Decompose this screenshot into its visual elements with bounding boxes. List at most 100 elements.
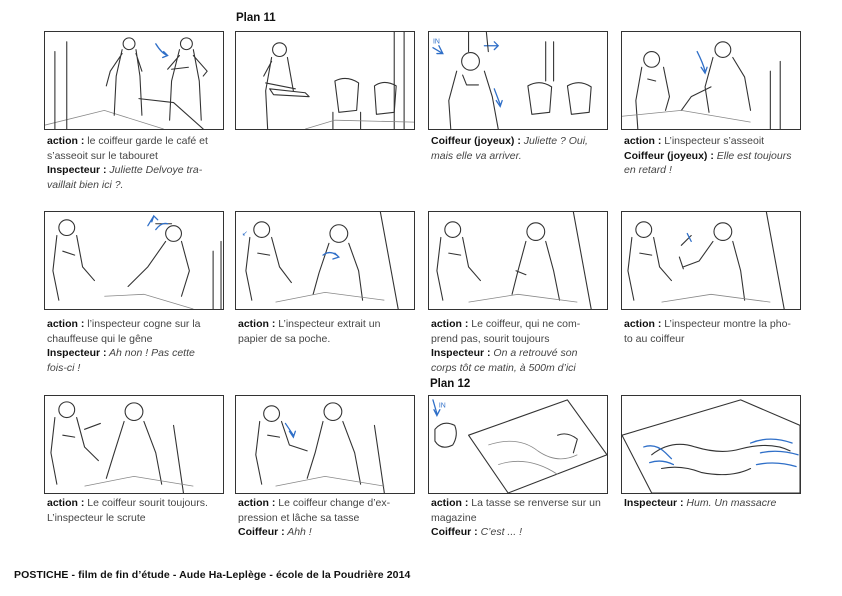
- storyboard-panel-4: [621, 31, 801, 130]
- caption-panel-3: Coiffeur (joyeux) : Juliette ? Oui,mais …: [431, 134, 617, 163]
- caption-dialogue: Hum. Un massacre: [683, 497, 777, 509]
- caption-line: Coiffeur : Ahh !: [238, 525, 424, 540]
- caption-text: le coiffeur garde le café et: [84, 135, 208, 147]
- caption-text: L’inspecteur s’asseoit: [661, 135, 765, 147]
- caption-dialogue: corps tôt ce matin, à 500m d’ici: [431, 361, 576, 374]
- caption-text: prend pas, sourit toujours: [431, 332, 550, 345]
- caption-label: Inspecteur :: [47, 164, 107, 176]
- caption-label: action :: [238, 318, 276, 330]
- storyboard-panel-1: [44, 31, 224, 130]
- caption-text: pression et lâche sa tasse: [238, 511, 360, 524]
- caption-line: Inspecteur : Hum. Un massacre: [624, 496, 810, 511]
- caption-line: Inspecteur : Ah non ! Pas cette: [47, 346, 233, 361]
- caption-line: to au coiffeur: [624, 332, 810, 347]
- caption-dialogue: Juliette ? Oui,: [520, 135, 588, 147]
- storyboard-panel-6: ↙: [235, 211, 415, 310]
- caption-text: Le coiffeur, qui ne com-: [468, 318, 581, 330]
- caption-panel-12: Inspecteur : Hum. Un massacre: [624, 496, 810, 511]
- caption-label: action :: [47, 497, 85, 509]
- caption-line: action : le coiffeur garde le café et: [47, 134, 233, 149]
- plan-label-11: Plan 11: [236, 12, 276, 24]
- caption-dialogue: On a retrouvé son: [490, 347, 578, 359]
- caption-line: papier de sa poche.: [238, 332, 424, 347]
- caption-line: action : Le coiffeur, qui ne com-: [431, 317, 617, 332]
- caption-text: Le coiffeur change d’ex-: [275, 497, 391, 509]
- svg-text:↙: ↙: [242, 231, 248, 238]
- caption-label: Coiffeur (joyeux) :: [624, 149, 714, 162]
- caption-line: fois-ci !: [47, 361, 233, 376]
- caption-line: Coiffeur : C’est ... !: [431, 525, 617, 540]
- caption-label: Inspecteur :: [431, 347, 491, 359]
- caption-label: action :: [238, 497, 276, 509]
- caption-text: papier de sa poche.: [238, 332, 331, 345]
- caption-text: chauffeuse qui le gêne: [47, 332, 153, 345]
- caption-label: action :: [431, 318, 469, 330]
- caption-label: action :: [431, 497, 469, 509]
- caption-text: L’inspecteur extrait un: [275, 318, 381, 330]
- caption-text: Le coiffeur sourit toujours.: [84, 497, 208, 509]
- caption-label: Inspecteur :: [47, 347, 107, 359]
- caption-dialogue: Ah non ! Pas cette: [106, 347, 195, 359]
- caption-line: s’asseoit sur le tabouret: [47, 149, 233, 164]
- storyboard-panel-7: [428, 211, 608, 310]
- footer-credits: POSTICHE - film de fin d’étude - Aude Ha…: [14, 569, 411, 581]
- caption-line: action : l’inspecteur cogne sur la: [47, 317, 233, 332]
- storyboard-panel-11: IN: [428, 395, 608, 494]
- caption-line: L’inspecteur le scrute: [47, 511, 233, 526]
- caption-label: action :: [47, 318, 85, 330]
- caption-label: Coiffeur :: [431, 526, 478, 538]
- caption-line: action : L’inspecteur extrait un: [238, 317, 424, 332]
- caption-line: chauffeuse qui le gêne: [47, 332, 233, 347]
- caption-line: action : Le coiffeur change d’ex-: [238, 496, 424, 511]
- caption-text: l’inspecteur cogne sur la: [84, 318, 201, 330]
- storyboard-panel-8: [621, 211, 801, 310]
- caption-line: prend pas, sourit toujours: [431, 332, 617, 347]
- caption-text: L’inspecteur le scrute: [47, 511, 146, 524]
- caption-label: Coiffeur :: [238, 526, 285, 538]
- caption-line: action : La tasse se renverse sur un: [431, 496, 617, 511]
- caption-line: action : Le coiffeur sourit toujours.: [47, 496, 233, 511]
- storyboard-panel-2: [235, 31, 415, 130]
- caption-line: action : L’inspecteur s’asseoit: [624, 134, 810, 149]
- caption-panel-8: action : L’inspecteur montre la pho-to a…: [624, 317, 810, 346]
- caption-line: pression et lâche sa tasse: [238, 511, 424, 526]
- caption-text: magazine: [431, 511, 477, 524]
- storyboard-panel-5: [44, 211, 224, 310]
- caption-dialogue: Juliette Delvoye tra-: [106, 164, 203, 176]
- storyboard-panel-10: [235, 395, 415, 494]
- caption-label: Inspecteur :: [624, 497, 684, 509]
- caption-panel-7: action : Le coiffeur, qui ne com-prend p…: [431, 317, 617, 375]
- caption-dialogue: en retard !: [624, 164, 672, 176]
- caption-dialogue: Elle est toujours: [713, 149, 792, 162]
- caption-line: Coiffeur (joyeux) : Juliette ? Oui,: [431, 134, 617, 149]
- caption-panel-9: action : Le coiffeur sourit toujours.L’i…: [47, 496, 233, 525]
- caption-line: vaillait bien ici ?.: [47, 178, 233, 193]
- caption-panel-10: action : Le coiffeur change d’ex-pressio…: [238, 496, 424, 540]
- caption-line: action : L’inspecteur montre la pho-: [624, 317, 810, 332]
- caption-label: action :: [47, 135, 85, 147]
- storyboard-panel-3: IN: [428, 31, 608, 130]
- caption-line: Coiffeur (joyeux) : Elle est toujours: [624, 149, 810, 164]
- caption-line: corps tôt ce matin, à 500m d’ici: [431, 361, 617, 376]
- in-annotation: IN: [439, 403, 446, 410]
- caption-label: action :: [624, 135, 662, 147]
- caption-line: Inspecteur : On a retrouvé son: [431, 346, 617, 361]
- caption-dialogue: mais elle va arriver.: [431, 149, 522, 162]
- caption-dialogue: C’est ... !: [477, 526, 523, 538]
- svg-text:IN: IN: [433, 39, 440, 46]
- caption-label: Coiffeur (joyeux) :: [431, 135, 521, 147]
- caption-label: action :: [624, 318, 662, 330]
- caption-line: magazine: [431, 511, 617, 526]
- caption-line: mais elle va arriver.: [431, 149, 617, 164]
- caption-text: s’asseoit sur le tabouret: [47, 149, 158, 162]
- caption-text: to au coiffeur: [624, 332, 685, 345]
- storyboard-panel-12: [621, 395, 801, 494]
- caption-dialogue: vaillait bien ici ?.: [47, 178, 124, 191]
- caption-dialogue: fois-ci !: [47, 361, 81, 374]
- caption-line: en retard !: [624, 163, 810, 178]
